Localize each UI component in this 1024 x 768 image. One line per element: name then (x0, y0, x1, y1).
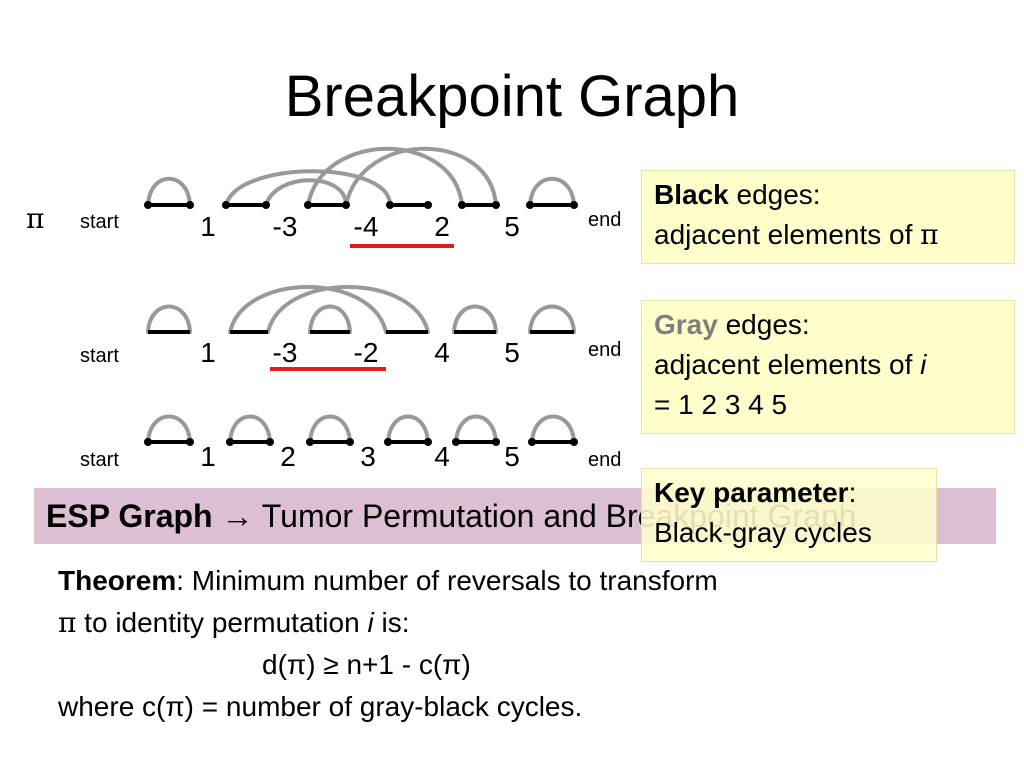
theorem-line1: : Minimum number of reversals to transfo… (176, 565, 718, 596)
element-label: -4 (354, 211, 379, 242)
black-label-rest: edges: (728, 179, 821, 210)
theorem-line4: where c(π) = number of gray-black cycles… (58, 691, 583, 722)
identity-permutation: = 1 2 3 4 5 (654, 389, 788, 420)
gray-edge (528, 176, 576, 207)
gray-edge (386, 414, 430, 444)
start-label: start (80, 345, 119, 367)
row-3: start end 1 2 3 (80, 414, 621, 472)
key-parameter-label: Key parameter (654, 477, 849, 508)
theorem-line2: to identity permutation (76, 607, 368, 638)
element-label: 2 (280, 441, 296, 472)
end-label: end (588, 339, 621, 361)
gray-edge (308, 304, 352, 334)
identity-symbol: i (367, 607, 374, 638)
gray-edge (454, 414, 498, 444)
black-desc: adjacent elements of (654, 219, 921, 250)
element-label: 5 (504, 211, 520, 242)
gray-edge (308, 414, 352, 444)
theorem-line2-end: is: (373, 607, 410, 638)
element-label: -2 (354, 337, 379, 368)
gray-edge (344, 146, 498, 207)
element-label: 1 (200, 211, 216, 242)
element-label: 1 (200, 441, 216, 472)
end-label: end (588, 449, 621, 471)
theorem-label: Theorem (58, 565, 177, 596)
element-label: 4 (434, 337, 450, 368)
element-labels: 1 -3 -2 4 5 (200, 337, 520, 368)
element-labels: 1 2 3 4 5 (200, 441, 520, 472)
key-parameter-box: Key parameter: Black-gray cycles (641, 468, 937, 562)
element-label: -3 (273, 337, 298, 368)
gray-label: Gray (654, 309, 718, 340)
gray-edge (264, 178, 348, 207)
end-label: end (588, 209, 621, 231)
theorem-block: Theorem: Minimum number of reversals to … (58, 560, 958, 728)
pi-symbol: π (920, 218, 939, 251)
element-label: 1 (200, 337, 216, 368)
gray-edge (224, 169, 392, 207)
black-label: Black (654, 179, 729, 210)
element-label: -3 (273, 211, 298, 242)
element-label: 5 (504, 337, 520, 368)
pi-symbol: π (58, 606, 77, 639)
gray-edge (146, 176, 192, 207)
esp-graph-label: ESP Graph (46, 498, 213, 534)
key-parameter-colon: : (848, 477, 857, 508)
element-labels: 1 -3 -4 2 5 (200, 211, 520, 242)
element-label: 4 (434, 441, 450, 472)
row-1: π start end 1 (26, 146, 621, 248)
vertices (144, 438, 578, 446)
gray-edge (228, 414, 272, 444)
key-parameter-value: Black-gray cycles (654, 517, 872, 548)
element-label: 5 (504, 441, 520, 472)
row-2: start end 1 -3 -2 4 5 (80, 285, 621, 371)
gray-edge (146, 304, 192, 334)
gray-edge (266, 285, 430, 334)
gray-edge (306, 146, 464, 207)
identity-symbol: i (920, 349, 927, 380)
gray-edge (528, 304, 576, 334)
gray-desc: adjacent elements of (654, 349, 921, 380)
gray-edges (146, 285, 576, 334)
pi-symbol: π (26, 202, 44, 235)
gray-edges-box: Gray edges: adjacent elements of i = 1 2… (641, 300, 1015, 434)
black-edges-box: Black edges: adjacent elements of π (641, 170, 1015, 264)
gray-edge (146, 414, 192, 444)
gray-label-rest: edges: (717, 309, 810, 340)
gray-edge (452, 304, 498, 334)
start-label: start (80, 449, 119, 471)
element-label: 2 (434, 211, 450, 242)
gray-edge (530, 414, 576, 444)
vertices (144, 201, 578, 209)
element-label: 3 (360, 441, 376, 472)
gray-edges (146, 146, 576, 207)
theorem-formula: d(π) ≥ n+1 - c(π) (262, 649, 471, 680)
gray-edges (146, 414, 576, 444)
start-label: start (80, 211, 119, 233)
page-title: Breakpoint Graph (284, 64, 740, 129)
gray-edge (228, 285, 388, 334)
